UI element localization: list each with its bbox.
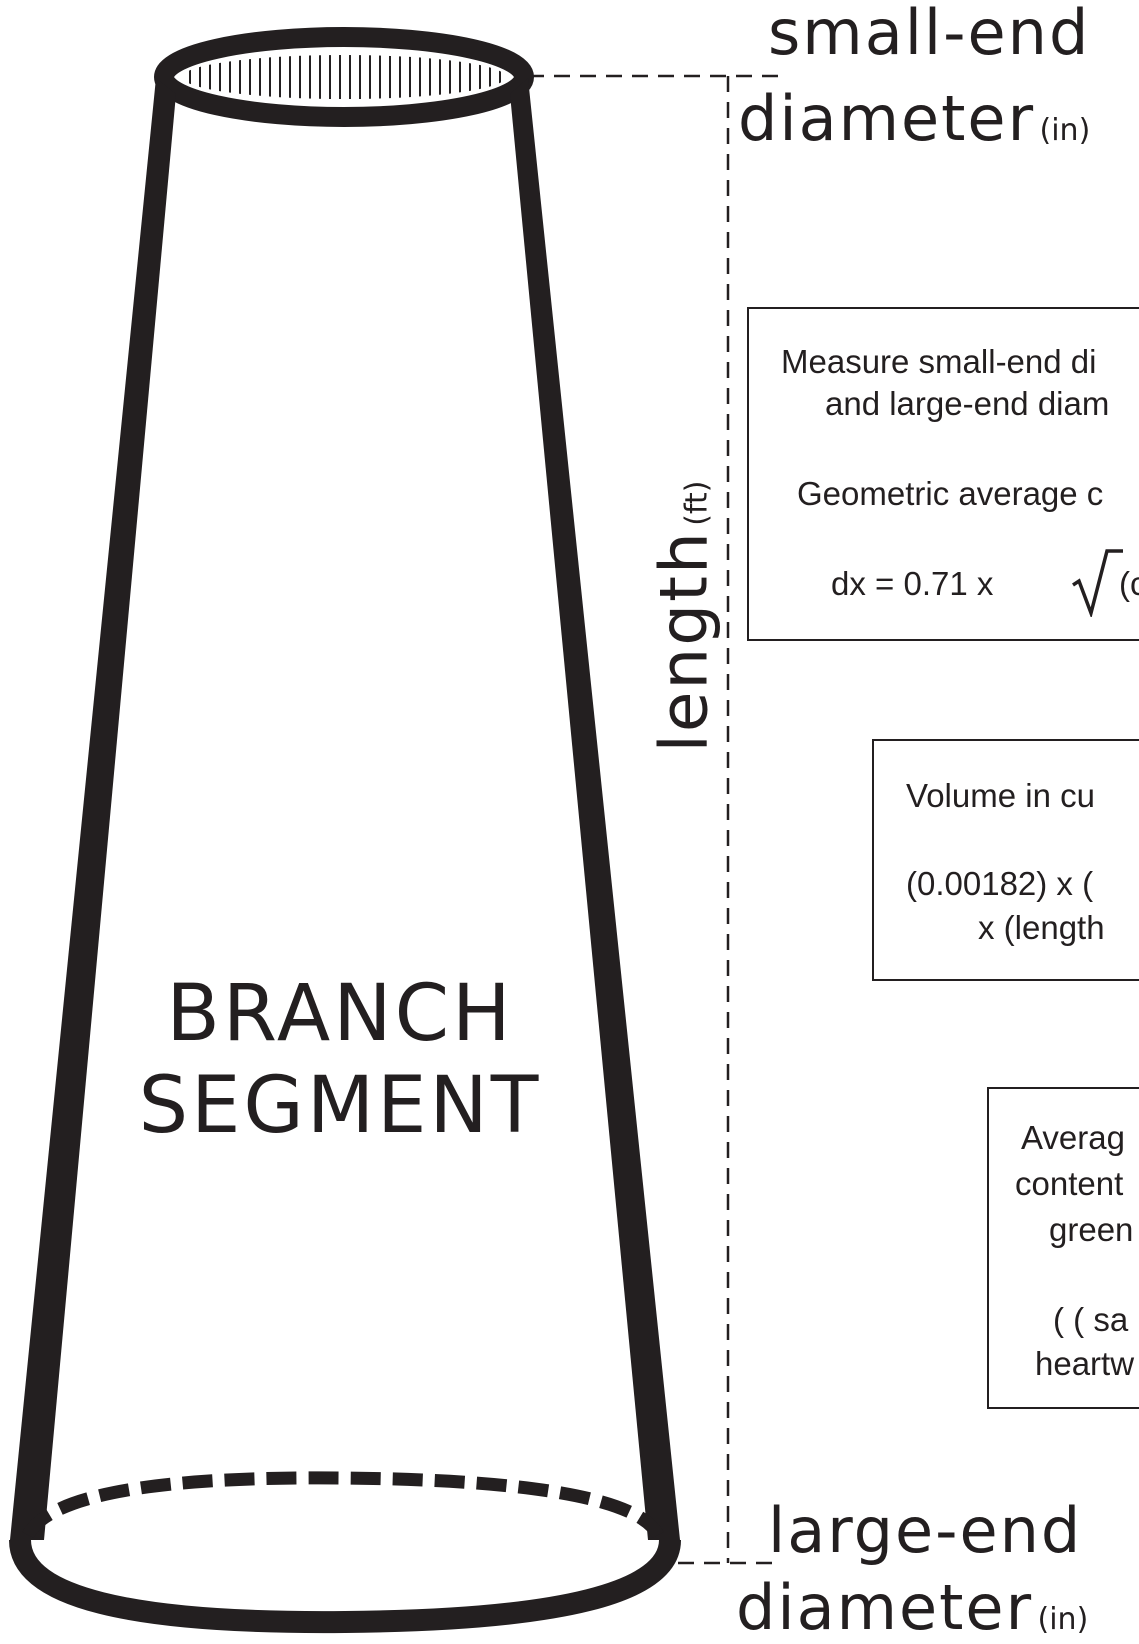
small-end-label: small-end xyxy=(768,0,1091,69)
length-dimension-lines xyxy=(528,74,778,1565)
large-end-back-rim xyxy=(22,1471,664,1539)
box1-line1: Measure small-end di xyxy=(781,343,1097,380)
small-end-rim xyxy=(154,27,534,127)
left-wall xyxy=(10,78,176,1540)
segment-word: SEGMENT xyxy=(138,1061,542,1152)
box3-line3: green xyxy=(1049,1211,1134,1248)
box1-formula-lhs: dx = 0.71 x xyxy=(831,565,994,602)
box3-line1: Averag xyxy=(1021,1119,1125,1156)
box1-line2: and large-end diam xyxy=(825,385,1110,422)
box3-line2: content xyxy=(1015,1165,1124,1202)
geometric-average-box: Measure small-end di and large-end diam … xyxy=(747,307,1139,641)
box1-line3: Geometric average c xyxy=(797,475,1104,512)
box2-line2: (0.00182) x ( xyxy=(906,865,1094,902)
box2-line3: x (length xyxy=(978,909,1105,946)
length-label: length (ft) xyxy=(646,480,723,752)
length-word: length xyxy=(645,530,723,753)
large-end-diameter-word: diameter xyxy=(736,1571,1034,1644)
large-end-label: large-end xyxy=(768,1494,1083,1567)
small-end-diameter-word: diameter xyxy=(738,82,1036,155)
small-end-diameter-label: diameter (in) xyxy=(738,88,1090,150)
length-unit: (ft) xyxy=(679,480,715,526)
branch-segment-title: BRANCH SEGMENT xyxy=(60,968,620,1152)
right-wall xyxy=(510,78,680,1540)
volume-box: Volume in cu (0.00182) x ( x (length xyxy=(872,739,1139,981)
large-end-unit: (in) xyxy=(1037,1602,1089,1637)
box3-line4: ( ( sa xyxy=(1053,1301,1129,1338)
large-end-diameter-label: diameter (in) xyxy=(736,1577,1088,1639)
average-content-box: Averag content green ( ( sa heartw xyxy=(987,1087,1139,1409)
large-end-front-rim xyxy=(9,1538,681,1634)
branch-word: BRANCH xyxy=(166,969,514,1059)
box1-formula-rhs: (c xyxy=(1119,565,1139,602)
square-root-icon xyxy=(1072,549,1123,617)
box3-line5: heartw xyxy=(1035,1345,1135,1382)
small-end-unit: (in) xyxy=(1039,113,1091,148)
box2-line1: Volume in cu xyxy=(906,777,1095,814)
